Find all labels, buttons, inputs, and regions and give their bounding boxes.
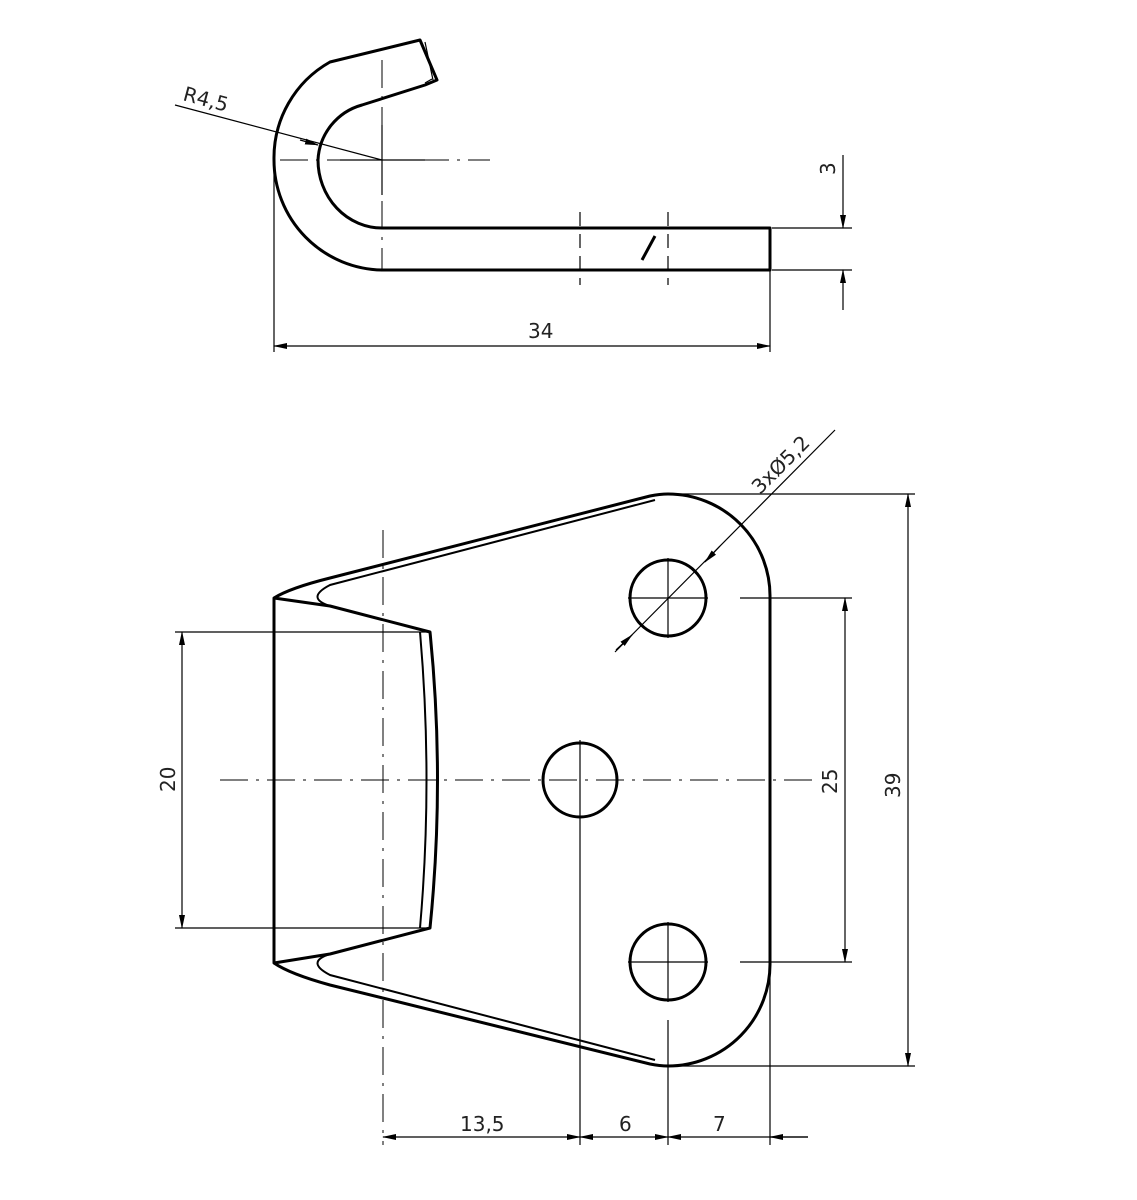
- hook-outline: [272, 38, 772, 272]
- radius-label: R4,5: [181, 82, 231, 117]
- holes-label: 3xØ5,2: [747, 431, 815, 499]
- offset-3-label: 7: [713, 1112, 726, 1136]
- radius-arrow: [299, 138, 319, 146]
- hole-spacing-label: 25: [818, 769, 842, 794]
- side-view: R4,5 34 3: [174, 38, 852, 352]
- diameter-arrow: [615, 634, 633, 651]
- break-mark: [640, 235, 657, 261]
- diameter-arrow: [704, 545, 721, 563]
- thickness-label: 3: [816, 162, 840, 175]
- edge-line-bottom: [316, 953, 656, 1061]
- edge-line-top: [316, 499, 656, 607]
- tip-edge-line: [424, 41, 434, 81]
- hole-diameter-leader: [614, 429, 836, 653]
- tip-line: [424, 78, 433, 84]
- length-label: 34: [528, 319, 553, 343]
- height-label: 39: [881, 773, 905, 798]
- bent-edge: [273, 596, 439, 965]
- radius-leader: [174, 104, 383, 161]
- width-label: 20: [156, 767, 180, 792]
- plan-view: 3xØ5,2 20 25 39 13,5 6 7: [156, 429, 915, 1145]
- offset-2-label: 6: [619, 1112, 632, 1136]
- offset-1-label: 13,5: [460, 1112, 505, 1136]
